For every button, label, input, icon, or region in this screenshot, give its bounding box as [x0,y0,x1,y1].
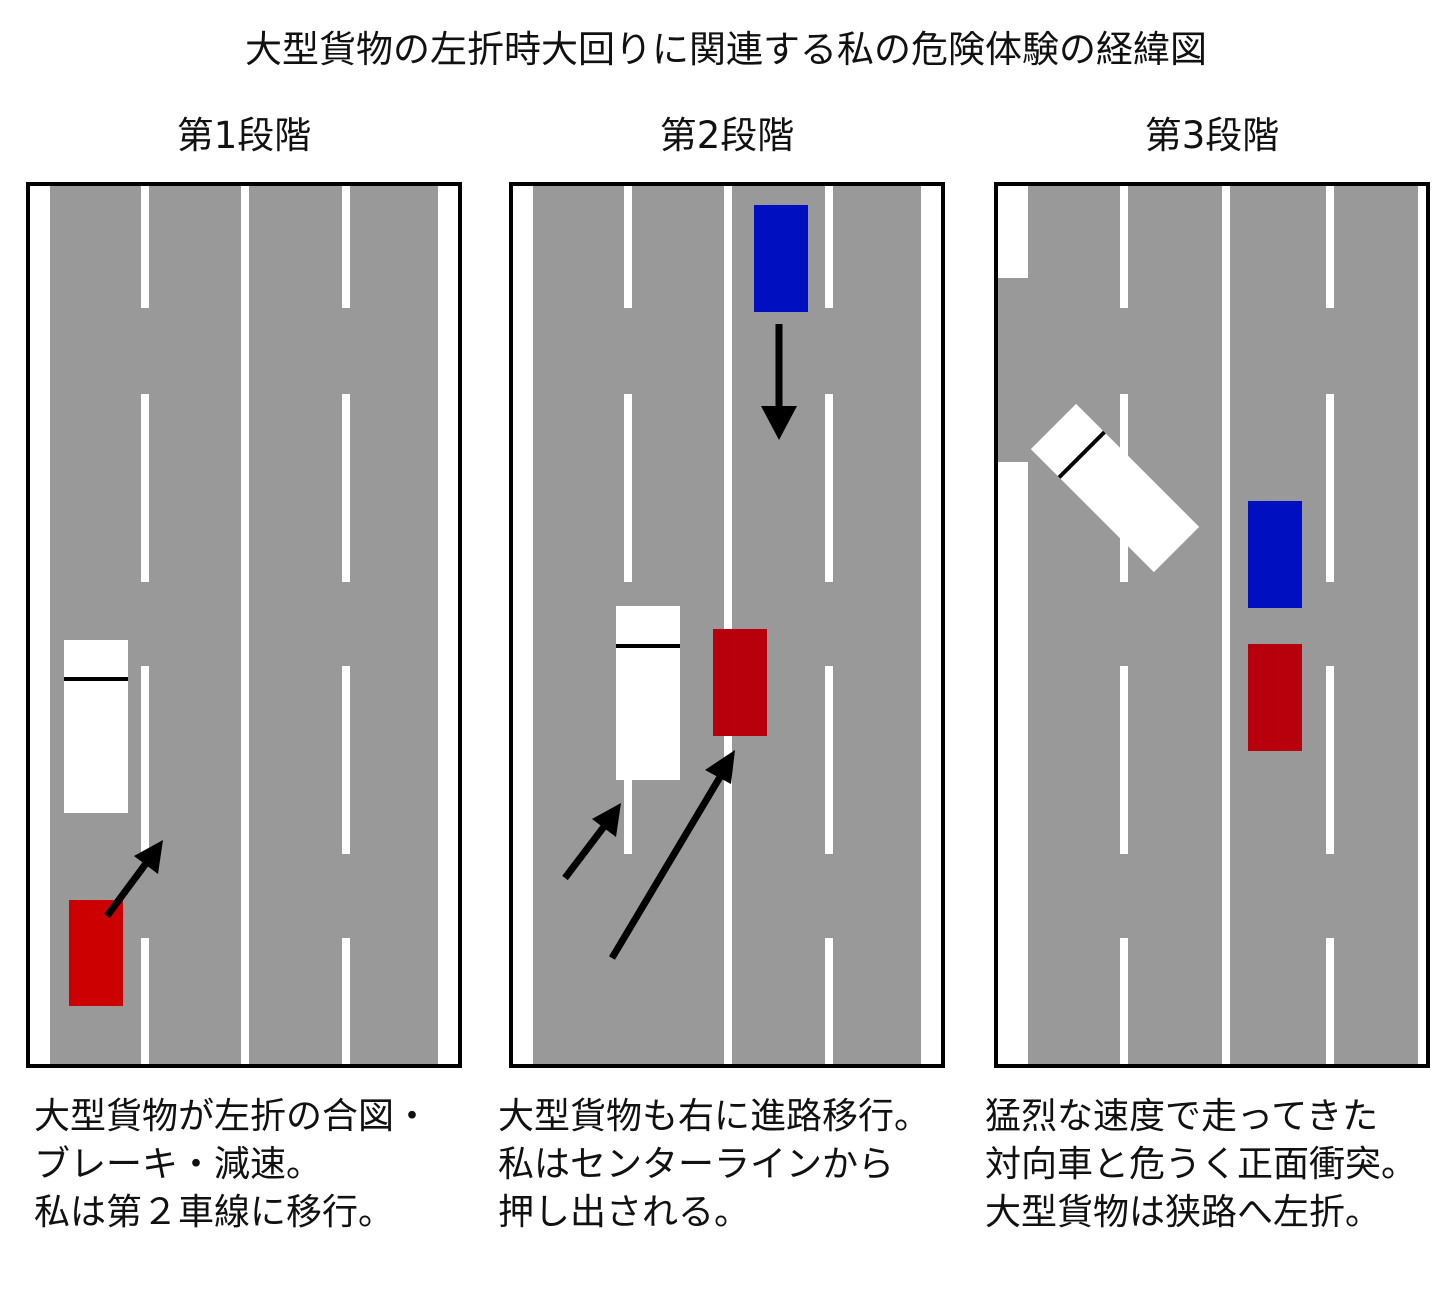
my-car-icon [713,629,767,736]
diagram-title: 大型貨物の左折時大回りに関連する私の危険体験の経緯図 [245,28,1207,71]
oncoming-car-icon [1248,501,1302,608]
caption-line: 私は第２車線に移行。 [34,1192,395,1233]
stage-3-label: 第3段階 [1144,114,1280,157]
caption-line: 大型貨物も右に進路移行。 [498,1096,931,1137]
caption-line: 対向車と危うく正面衝突。 [985,1144,1418,1185]
truck-arrow-icon [562,803,621,881]
my-car-arrow-icon [608,750,735,960]
arrow-down-icon [761,324,797,440]
caption-line: 押し出される。 [498,1192,751,1233]
stage-3-caption: 猛烈な速度で走ってきた 対向車と危うく正面衝突。 大型貨物は狭路へ左折。 [985,1093,1452,1237]
turning-truck-icon [1030,403,1200,573]
side-road [998,278,1030,462]
caption-line: 大型貨物は狭路へ左折。 [985,1192,1382,1233]
stage-1-label: 第1段階 [176,114,312,157]
truck-icon [64,640,128,813]
my-car-icon [69,900,123,1006]
stage-2-label: 第2段階 [659,114,795,157]
caption-line: 大型貨物が左折の合図・ [34,1096,431,1137]
caption-line: ブレーキ・減速。 [34,1144,323,1185]
arrow-icon [104,840,163,919]
stage-2-road-panel [509,182,945,1068]
oncoming-car-icon [754,205,808,312]
caption-line: 私はセンターラインから [498,1144,895,1185]
truck-icon [616,606,680,780]
stage-1-road-panel [26,182,462,1068]
stage-2-caption: 大型貨物も右に進路移行。 私はセンターラインから 押し出される。 [498,1093,968,1237]
stage-3-road-panel [994,182,1430,1068]
stage-1-caption: 大型貨物が左折の合図・ ブレーキ・減速。 私は第２車線に移行。 [34,1093,504,1237]
caption-line: 猛烈な速度で走ってきた [985,1096,1379,1137]
my-car-icon [1248,644,1302,751]
